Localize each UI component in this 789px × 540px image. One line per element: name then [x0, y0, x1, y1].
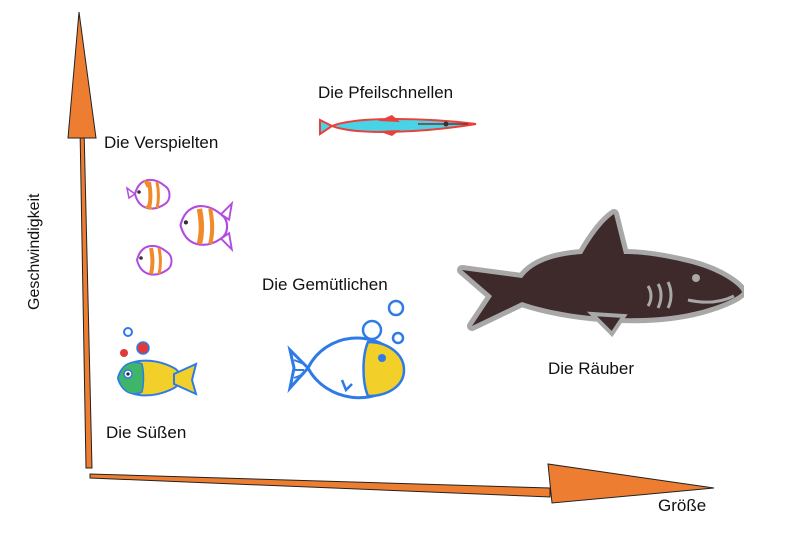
x-axis-arrow [89, 463, 715, 504]
y-axis-arrow [67, 11, 97, 469]
label-suessen: Die Süßen [106, 423, 187, 442]
label-gemuetlichen: Die Gemütlichen [262, 275, 388, 294]
x-axis-label: Größe [658, 496, 707, 515]
goldfish-outline-icon [287, 299, 406, 400]
y-axis-label: Geschwindigkeit [26, 193, 43, 311]
label-verspielten: Die Verspielten [104, 133, 219, 152]
cute-fish-icon [116, 327, 198, 397]
shark-icon [457, 209, 744, 338]
label-pfeilschnellen: Die Pfeilschnellen [318, 83, 454, 102]
needlefish-icon [319, 115, 477, 136]
angelfish-icon [125, 178, 234, 276]
label-raeuber: Die Räuber [548, 359, 634, 378]
